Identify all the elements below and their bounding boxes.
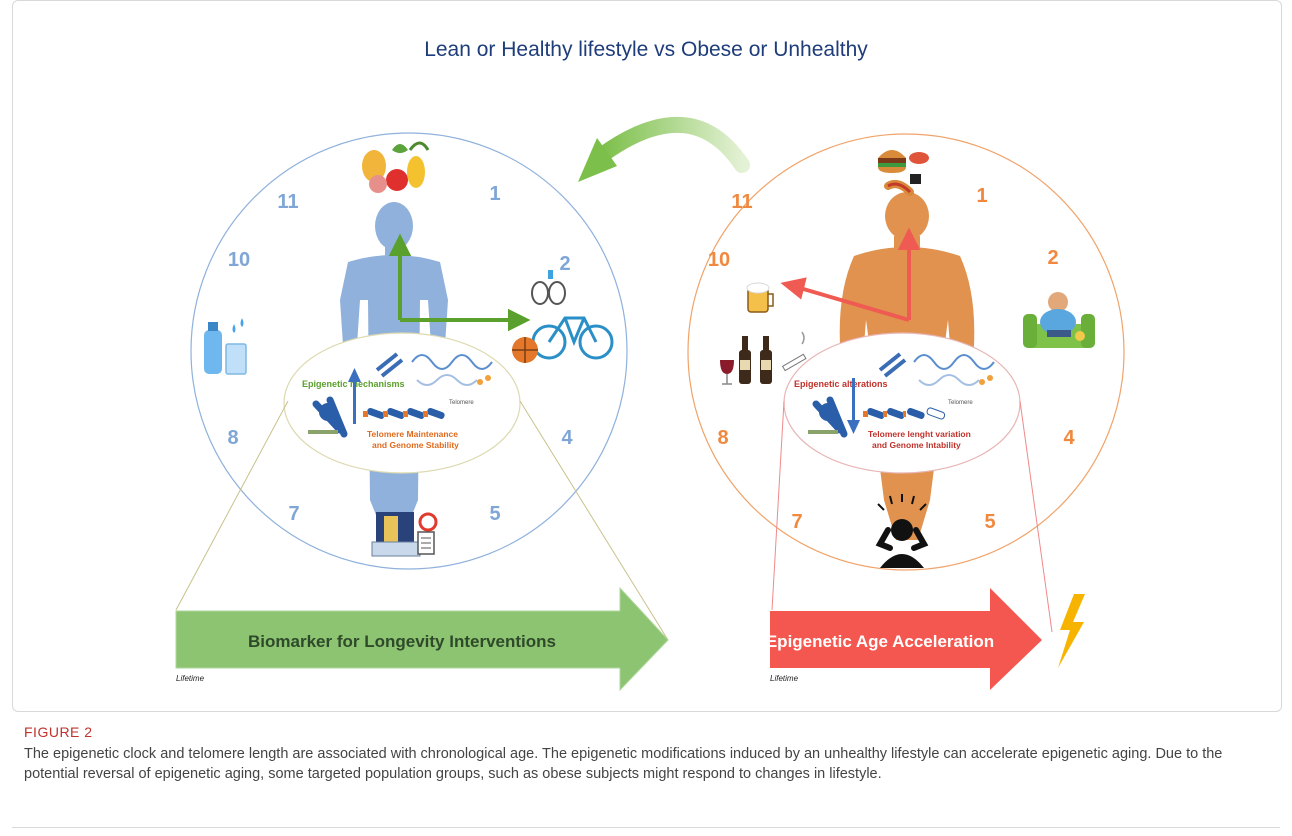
sports-bicycle-icon	[512, 270, 614, 363]
sedentary-couch-icon	[1023, 292, 1095, 348]
unhealthy-clock-number-1: 1	[976, 185, 987, 207]
healthy-zoom-line-left	[175, 400, 289, 611]
figure-title: Lean or Healthy lifestyle vs Obese or Un…	[424, 38, 868, 61]
unhealthy-clock-number-8: 8	[717, 427, 728, 449]
healthy-clock-number-7: 7	[288, 503, 299, 525]
caption-text: The epigenetic clock and telomere length…	[24, 746, 1223, 782]
caption-divider	[12, 827, 1280, 828]
water-bottle-icon	[204, 318, 247, 375]
unhealthy-lifetime-label: Lifetime	[770, 674, 799, 683]
figure-frame	[12, 0, 1282, 712]
healthy-clock-number-4: 4	[561, 427, 573, 449]
stress-icon	[875, 494, 929, 568]
healthy-lifetime-label: Lifetime	[176, 674, 205, 683]
unhealthy-telomere-label: Telomere	[948, 400, 973, 406]
healthy-clock-number-10: 10	[228, 249, 250, 271]
healthy-clock-number-5: 5	[489, 503, 500, 525]
healthy-clock-face	[190, 132, 628, 570]
sleep-routine-icon	[371, 512, 438, 557]
healthy-clock-number-11: 11	[277, 191, 298, 213]
unhealthy-clock-number-4: 4	[1063, 427, 1075, 449]
longevity-arrow: Biomarker for Longevity Interventions Li…	[175, 586, 669, 692]
healthy-clock-hands	[388, 233, 531, 332]
unhealthy-panel-text-2: and Genome Intability	[872, 440, 961, 450]
reversal-curved-arrow	[578, 117, 750, 182]
healthy-panel-text-1: Telomere Maintenance	[367, 429, 458, 439]
age-acceleration-arrow-label: Epigenetic Age Acceleration	[766, 632, 994, 651]
fruit-vegetables-icon	[362, 141, 430, 193]
junk-food-icon	[878, 150, 929, 196]
healthy-telomere-label: Telomere	[449, 400, 474, 406]
unhealthy-epigenetic-panel: Epigenetic alterations	[783, 332, 1021, 474]
age-acceleration-arrow: Epigenetic Age Acceleration Lifetime	[766, 588, 1042, 690]
unhealthy-zoom-line-right	[1019, 400, 1053, 633]
longevity-arrow-label: Biomarker for Longevity Interventions	[248, 632, 556, 651]
unhealthy-clock-number-2: 2	[1047, 247, 1058, 269]
unhealthy-panel-heading: Epigenetic alterations	[794, 379, 888, 389]
unhealthy-clock: 11 1 10 2 8 4 7 5	[687, 133, 1125, 633]
unhealthy-panel-text-1: Telomere lenght variation	[868, 429, 971, 439]
healthy-zoom-line-right	[519, 400, 669, 641]
figure-illustration: 11 1 10 2 8 4 7 5	[175, 117, 1125, 692]
healthy-clock-number-1: 1	[489, 183, 500, 205]
healthy-clock-number-8: 8	[227, 427, 238, 449]
unhealthy-clock-number-11: 11	[731, 191, 752, 213]
unhealthy-clock-hands	[780, 227, 921, 322]
unhealthy-clock-face	[687, 133, 1125, 571]
healthy-chromosome	[308, 396, 348, 438]
unhealthy-clock-number-7: 7	[791, 511, 802, 533]
healthy-clock-number-2: 2	[559, 253, 570, 275]
alcohol-smoking-icon	[720, 282, 807, 385]
lightning-icon	[1058, 594, 1085, 668]
unhealthy-clock-number-10: 10	[708, 249, 730, 271]
caption-label: FIGURE 2	[24, 724, 93, 740]
healthy-panel-text-2: and Genome Stability	[372, 440, 459, 450]
unhealthy-telomere-bars	[863, 407, 946, 420]
unhealthy-zoom-line-left	[771, 400, 785, 611]
unhealthy-chromosome	[808, 396, 848, 438]
healthy-telomere-bars	[363, 407, 445, 419]
unhealthy-clock-number-5: 5	[984, 511, 995, 533]
healthy-clock: 11 1 10 2 8 4 7 5	[175, 132, 669, 641]
healthy-epigenetic-panel: Epigenetic mechanisms	[283, 332, 521, 474]
